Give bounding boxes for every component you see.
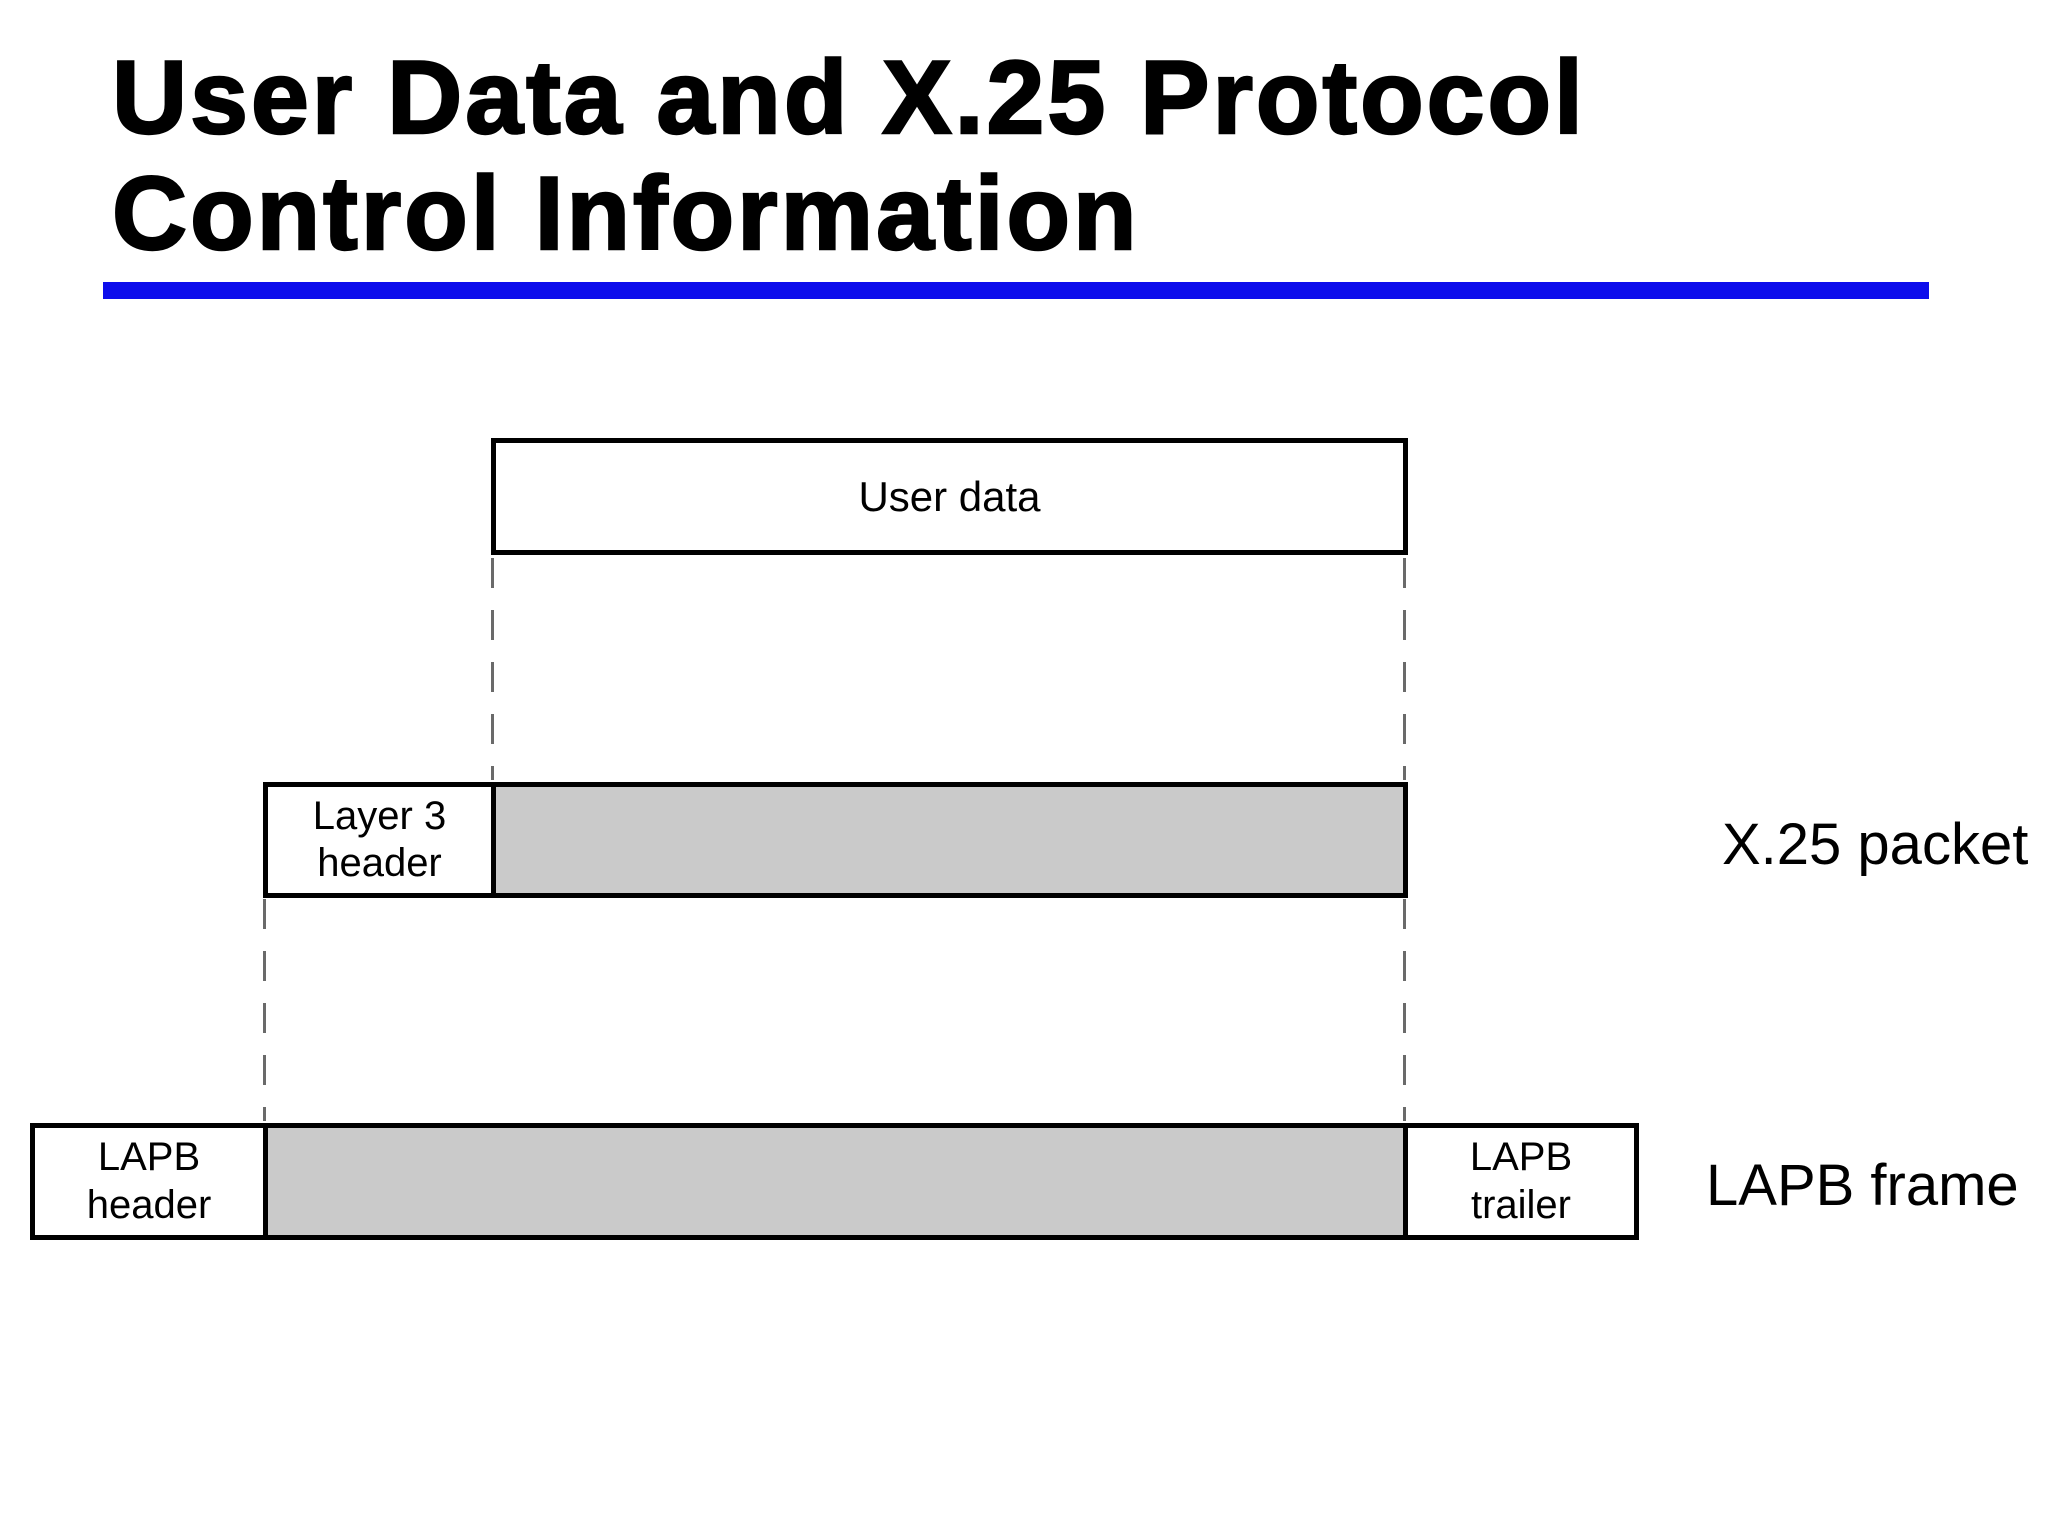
lapb-header-box: LAPB header (30, 1123, 268, 1240)
dashed-line-x25-right (1403, 899, 1406, 1121)
dashed-line-x25-left (263, 899, 266, 1121)
layer3-header-label: Layer 3 header (312, 793, 447, 885)
dashed-line-userdata-left (491, 558, 494, 780)
x25-payload-box (491, 782, 1408, 898)
lapb-trailer-box: LAPB trailer (1403, 1123, 1639, 1240)
x25-packet-side-label: X.25 packet (1722, 786, 2028, 902)
slide-title-line-1: User Data and X.25 Protocol (111, 39, 1586, 157)
slide-title-line-2: Control Information (111, 155, 1140, 273)
lapb-frame-side-label-text: LAPB frame (1706, 1152, 2019, 1218)
dashed-line-userdata-right (1403, 558, 1406, 780)
user-data-box-label: User data (858, 472, 1041, 520)
title-underline-rule (103, 282, 1929, 299)
x25-packet-side-label-text: X.25 packet (1722, 811, 2029, 877)
slide-title: User Data and X.25 Protocol Control Info… (111, 39, 1586, 274)
lapb-payload-box (263, 1123, 1408, 1240)
lapb-trailer-label: LAPB trailer (1469, 1135, 1573, 1227)
layer3-header-box: Layer 3 header (263, 782, 496, 898)
lapb-header-label: LAPB header (86, 1135, 212, 1227)
user-data-box: User data (491, 438, 1408, 555)
lapb-frame-side-label: LAPB frame (1706, 1127, 2019, 1243)
